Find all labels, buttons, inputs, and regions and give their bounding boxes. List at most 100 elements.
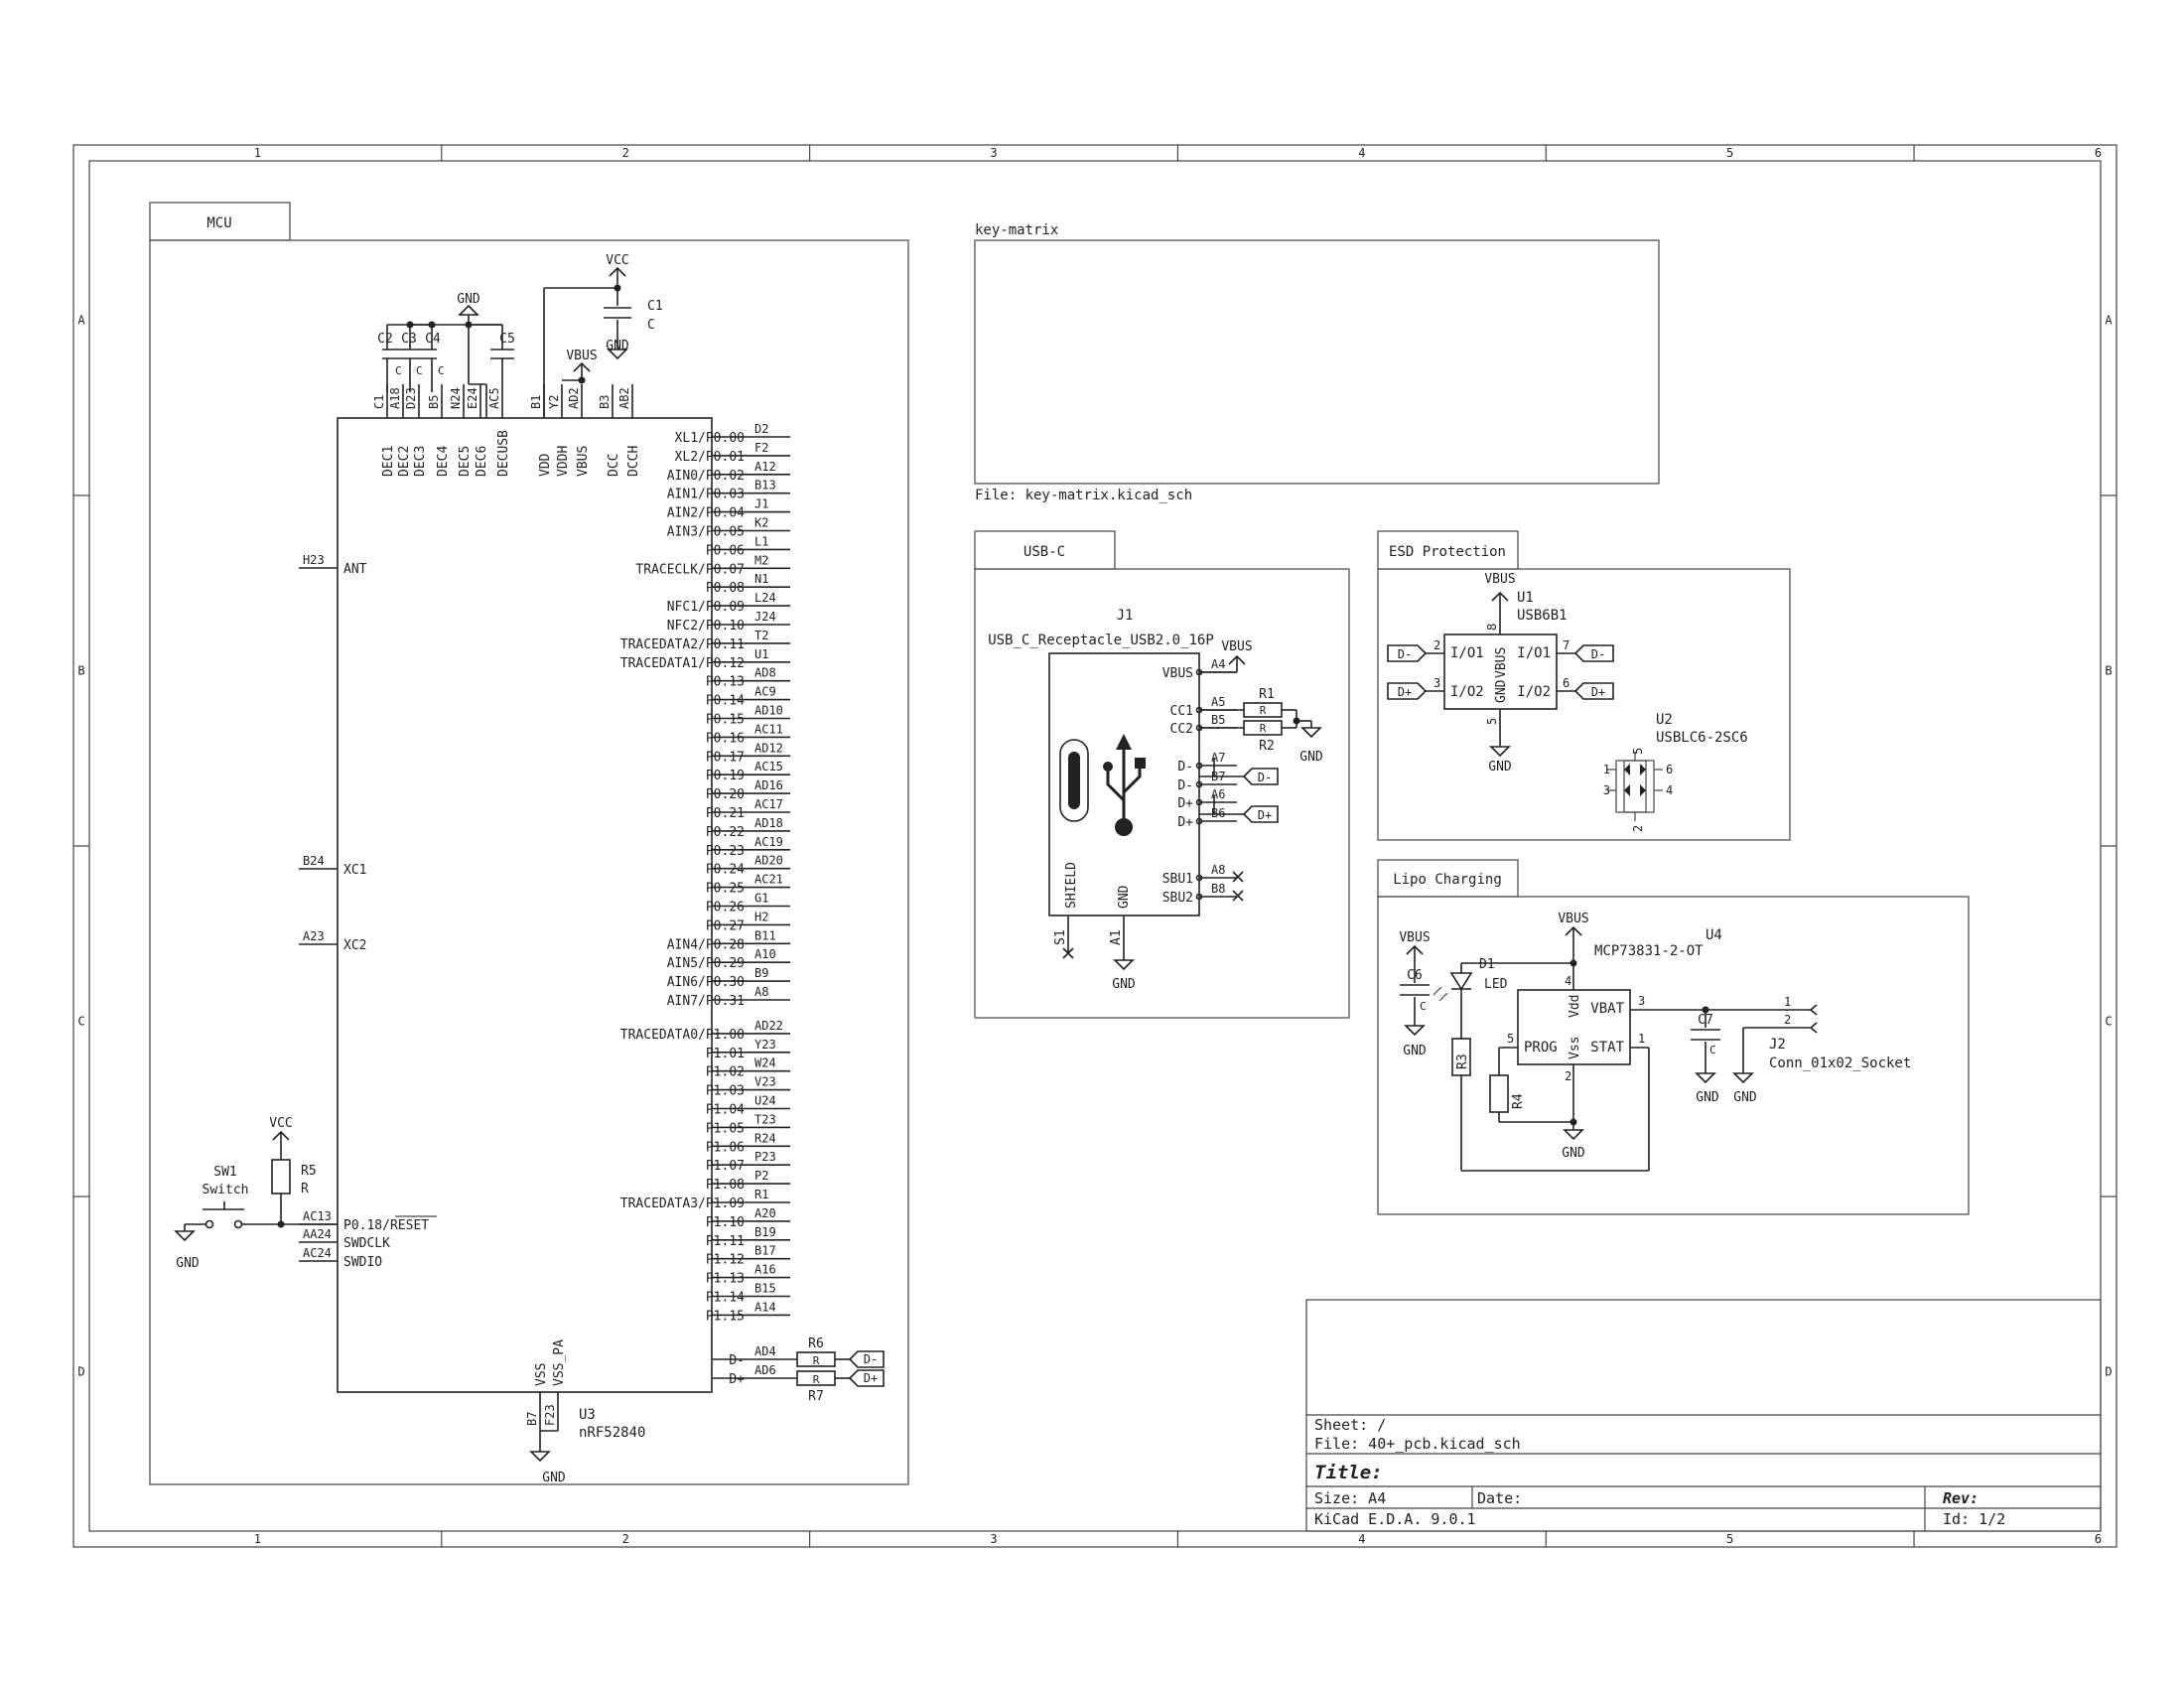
j1-value: USB_C_Receptacle_USB2.0_16P bbox=[988, 633, 1214, 648]
j1-pin-number: A6 bbox=[1211, 787, 1225, 801]
frame-col-label-top: 6 bbox=[2095, 146, 2102, 160]
lipo-sheet-tab: Lipo Charging bbox=[1393, 872, 1502, 888]
u3-right-pin-name: AIN0/P0.02 bbox=[667, 469, 745, 484]
esd-sheet: ESD Protection VBUS U1 USB6B1 I/O1 I/O2 … bbox=[1377, 530, 1791, 841]
mcu-gnd-label-top: GND bbox=[457, 292, 480, 307]
j1-pin-number: A7 bbox=[1211, 751, 1225, 765]
u3-right-pin-number: B9 bbox=[754, 966, 768, 980]
u3-right-pin-number: T23 bbox=[754, 1112, 776, 1126]
j1-pin-dot bbox=[1195, 874, 1203, 882]
u3-right-pin-name: AIN5/P0.29 bbox=[667, 956, 745, 971]
u3-right-pin-name: AIN6/P0.30 bbox=[667, 975, 745, 990]
u3-right-pin-name: P0.25 bbox=[706, 882, 745, 897]
esd-dminus-left: D- bbox=[1398, 647, 1412, 661]
u3-right-pin-name: AIN2/P0.04 bbox=[667, 506, 745, 521]
j1-pin-name: CC2 bbox=[1170, 722, 1193, 737]
u4-pin-prog: PROG bbox=[1524, 1040, 1558, 1055]
r1-ref: R1 bbox=[1259, 687, 1275, 702]
r1-body-label: R bbox=[1260, 704, 1267, 717]
title-file: File: 40+_pcb.kicad_sch bbox=[1314, 1435, 1521, 1453]
d1-ref: D1 bbox=[1479, 957, 1495, 972]
u3-left-pin-number: AC24 bbox=[303, 1246, 332, 1260]
u3-right-pin-number: P2 bbox=[754, 1169, 768, 1183]
r2-ref: R2 bbox=[1259, 739, 1275, 754]
u4-num-5: 5 bbox=[1507, 1032, 1514, 1046]
j1-pin-number: B8 bbox=[1211, 882, 1225, 896]
lipo-sheet: Lipo Charging VBUS C6 C GND VBUS D1 LED … bbox=[1377, 859, 1970, 1215]
r6-body-label: R bbox=[813, 1354, 820, 1367]
mcu-vcc-label-top: VCC bbox=[606, 253, 628, 268]
key-matrix-sheet: key-matrix File: key-matrix.kicad_sch bbox=[974, 222, 1660, 503]
decoupling-caps: GND C2 C3 C4 C C C C5 bbox=[377, 292, 515, 418]
j1-pin-name: SBU2 bbox=[1162, 891, 1193, 906]
u3-right-pin-number: L1 bbox=[754, 534, 768, 548]
u2-num-3: 3 bbox=[1603, 783, 1610, 797]
u3-top-pin-number: AD2 bbox=[567, 387, 581, 409]
u3-right-pin-name: NFC1/P0.09 bbox=[667, 600, 745, 615]
usbc-sheet: USB-C J1 USB_C_Receptacle_USB2.0_16P A4V… bbox=[974, 530, 1350, 1019]
u3-top-pin-name: DEC5 bbox=[458, 446, 473, 477]
u3-top-pin-number: C1 bbox=[372, 395, 386, 409]
u3-usb-pin-name: D+ bbox=[729, 1372, 745, 1387]
u4-value: MCP73831-2-OT bbox=[1594, 943, 1704, 959]
u2-num-2: 2 bbox=[1631, 825, 1645, 832]
u3-left-pin-number: AA24 bbox=[303, 1227, 332, 1241]
r4-ref: R4 bbox=[1511, 1093, 1526, 1109]
u3-right-pin-name: P0.14 bbox=[706, 694, 745, 709]
u3-right-pin-name: P0.27 bbox=[706, 918, 745, 933]
esd-vbus-label: VBUS bbox=[1484, 572, 1515, 587]
u2-num-4: 4 bbox=[1666, 783, 1673, 797]
u4-num-2: 2 bbox=[1565, 1069, 1571, 1083]
u3-right-pin-number: L24 bbox=[754, 591, 776, 605]
u3-right-pin-number: AD8 bbox=[754, 666, 776, 680]
u3-right-pin-number: R1 bbox=[754, 1188, 768, 1201]
j2-value: Conn_01x02_Socket bbox=[1769, 1055, 1911, 1071]
u1-pin-io1-right: I/O1 bbox=[1517, 645, 1551, 661]
u3-right-pin-number: B17 bbox=[754, 1244, 776, 1258]
j1-pin-name: D+ bbox=[1177, 815, 1193, 830]
j1-pin-name: D- bbox=[1177, 778, 1193, 793]
u3-right-pin-number: B15 bbox=[754, 1282, 776, 1296]
frame-row-label-left: A bbox=[77, 314, 85, 328]
frame-col-label-top: 3 bbox=[990, 146, 997, 160]
j1-pin-number: A8 bbox=[1211, 863, 1225, 877]
u3-right-pin-name: P1.15 bbox=[706, 1309, 745, 1324]
u3-right-pin-name: P1.07 bbox=[706, 1159, 745, 1174]
u2-symbol: 1 3 6 4 5 2 bbox=[1603, 748, 1673, 832]
u4-gnd-label: GND bbox=[1562, 1146, 1585, 1161]
u3-usb-pin-name: D- bbox=[729, 1353, 745, 1368]
key-matrix-name: key-matrix bbox=[975, 222, 1058, 238]
u3-top-pin-number: N24 bbox=[449, 387, 463, 409]
title-date: Date: bbox=[1477, 1489, 1522, 1507]
u3-right-pin-number: W24 bbox=[754, 1056, 776, 1070]
u3-top-pin-name: VDD bbox=[538, 453, 553, 477]
esd-gnd-label: GND bbox=[1488, 760, 1512, 774]
frame-row-label-right: B bbox=[2105, 664, 2112, 678]
u3-right-pin-number: U1 bbox=[754, 647, 768, 661]
cap-c7: C7 bbox=[1698, 1013, 1713, 1028]
u3-top-pin-number: D23 bbox=[404, 387, 418, 409]
u3-right-pin-name: P0.20 bbox=[706, 787, 745, 802]
title-tool: KiCad E.D.A. 9.0.1 bbox=[1314, 1510, 1476, 1528]
u3-bottom-pin-name: VSS_PA bbox=[552, 1339, 567, 1386]
u4-pin-vss: Vss bbox=[1568, 1037, 1582, 1059]
u2-ref: U2 bbox=[1656, 712, 1673, 728]
frame-col-label-bottom: 5 bbox=[1726, 1532, 1733, 1546]
u3-right-pin-number: AD22 bbox=[754, 1019, 783, 1033]
j1-pin-dot bbox=[1195, 780, 1203, 788]
u4-pin-vdd: Vdd bbox=[1568, 995, 1582, 1018]
u3-right-pin-name: P0.17 bbox=[706, 750, 745, 765]
u3-right-pin-number: A14 bbox=[754, 1300, 776, 1314]
u3-usb-pin-number: AD4 bbox=[754, 1344, 776, 1358]
cap-c2-value: C bbox=[395, 364, 402, 377]
u3-right-pin-name: P1.01 bbox=[706, 1047, 745, 1061]
u4-num-4: 4 bbox=[1565, 974, 1571, 988]
frame-col-label-bottom: 2 bbox=[622, 1532, 629, 1546]
u3-right-pin-name: P0.16 bbox=[706, 731, 745, 746]
u3-right-pin-number: N1 bbox=[754, 572, 768, 586]
j1-vbus-label: VBUS bbox=[1221, 639, 1252, 654]
u1-pin-vbus: VBUS bbox=[1494, 647, 1509, 678]
esd-dminus-right: D- bbox=[1591, 647, 1605, 661]
u3-right-pin-number: AD20 bbox=[754, 854, 783, 868]
title-size: Size: A4 bbox=[1314, 1489, 1386, 1507]
